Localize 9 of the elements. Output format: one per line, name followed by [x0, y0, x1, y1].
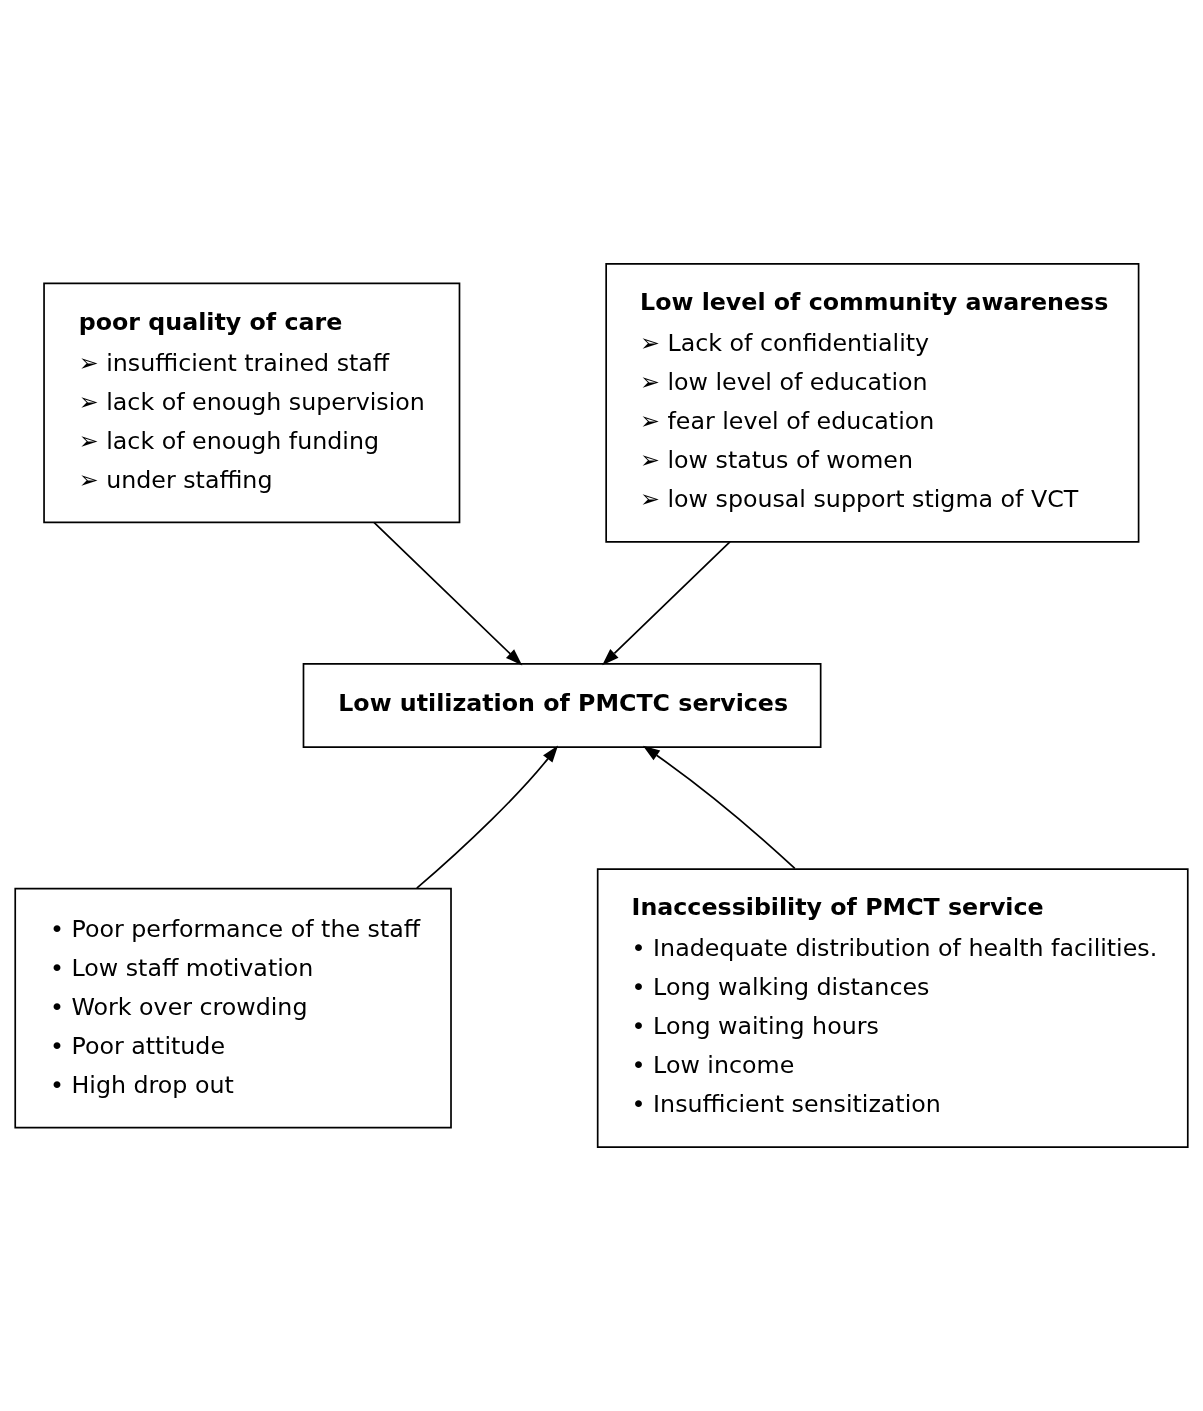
- arrow: [415, 745, 559, 889]
- node-box: Inaccessibility of PMCT service • Inadequate distribution of health facilities. • Long walking distances • Long waiting hours • Low income • Insufficient sensitization: [596, 868, 1189, 1149]
- arrow: [642, 745, 796, 870]
- node-box: poor quality of care ➢ insufficient trained staff ➢ lack of enough supervision ➢ lack of enough funding ➢ under staffing: [43, 282, 461, 524]
- arrow: [373, 521, 523, 666]
- node-box: • Poor performance of the staff • Low staff motivation • Work over crowding • Poor attitude • High drop out: [14, 887, 452, 1129]
- node-box: Low utilization of PMCTC services: [302, 663, 822, 748]
- node-box: Low level of community awareness ➢ Lack of confidentiality ➢ low level of education ➢ fear level of education ➢ low status of women ➢ low spousal support stigma of VCT: [605, 262, 1140, 543]
- arrow: [602, 541, 731, 666]
